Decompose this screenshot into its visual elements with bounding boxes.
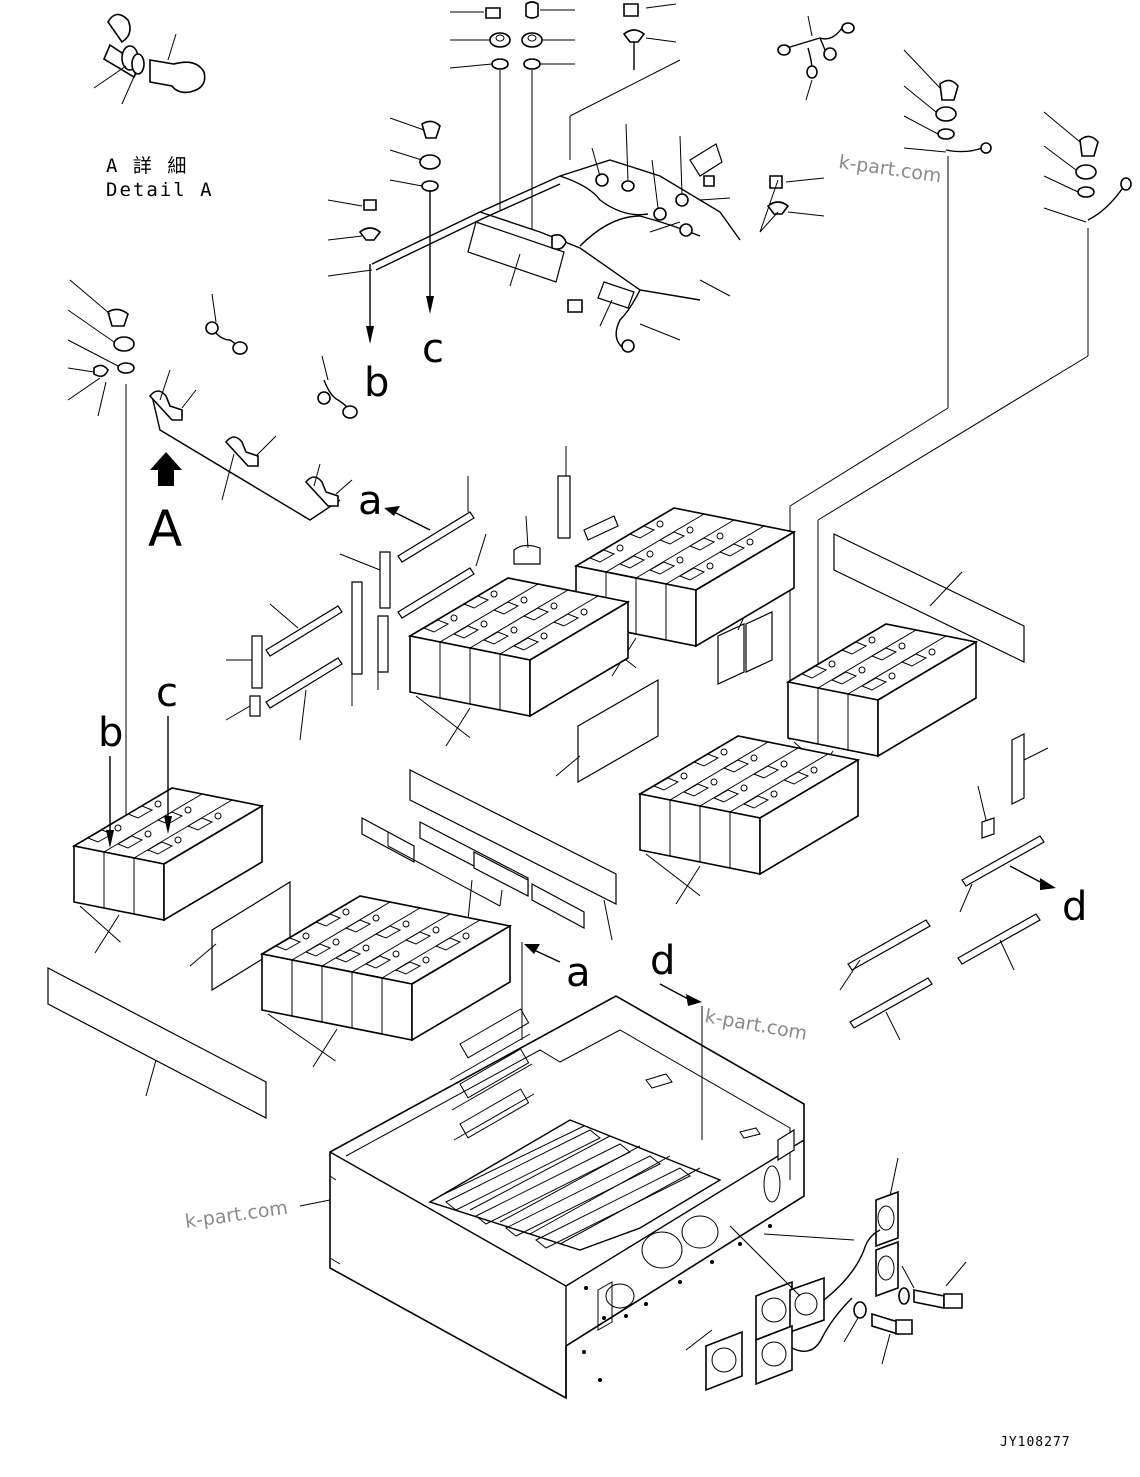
right-fastener-stack-1 [903, 49, 992, 154]
main-wire-harness [371, 59, 779, 353]
view-arrow-label: A [148, 500, 182, 558]
battery-module-right [785, 623, 979, 790]
center-fastener-stack [327, 117, 825, 277]
top-fasteners [449, 1, 677, 230]
callout-a-arrow-top [384, 506, 431, 531]
watermark-top: k-part.com [837, 151, 943, 187]
callout-d-right: d [1062, 884, 1087, 930]
callout-b-arrow-top [366, 264, 374, 344]
callout-a-bottom: a [566, 950, 591, 996]
battery-modules [71, 507, 979, 1068]
view-arrow [150, 452, 182, 486]
callout-d-bottom: d [650, 938, 675, 984]
mounting-bolts [843, 1261, 967, 1365]
watermark-left: k-part.com [184, 1197, 290, 1233]
callout-d-arrow-right [1009, 865, 1056, 890]
callout-d-arrow-bottom [659, 983, 703, 1140]
callout-b-arrow-left [106, 756, 114, 848]
callout-a-top: a [358, 478, 383, 524]
battery-module-upper-left [407, 577, 631, 747]
callout-a-arrow-bottom [521, 942, 561, 1040]
battery-case-frame [299, 995, 805, 1400]
callout-c-arrow-top [426, 190, 434, 314]
callout-b-left: b [98, 710, 123, 756]
drawing-code: JY108277 [1000, 1435, 1071, 1450]
battery-module-center [637, 735, 861, 905]
cooling-fans [685, 1157, 899, 1392]
right-fastener-stack-2 [1043, 111, 1132, 223]
detail-a-connector [93, 13, 206, 105]
left-wire-harness [148, 293, 358, 521]
routing-lines-right [789, 156, 1089, 740]
left-fastener-stack [67, 279, 135, 840]
callout-b-top: b [364, 360, 389, 406]
separator-panels [47, 446, 1049, 1119]
battery-module-lower-left [259, 895, 513, 1068]
small-harness-top-right [777, 15, 855, 101]
battery-module-top-center [573, 507, 797, 677]
callout-c-left: c [156, 670, 178, 716]
watermark-middle: k-part.com [703, 1005, 809, 1045]
detail-a-label-jp: A 詳 細 [106, 155, 188, 177]
callout-c-top: c [422, 326, 444, 372]
callout-c-arrow-left [164, 716, 172, 834]
detail-a-label-en: Detail A [106, 179, 214, 201]
